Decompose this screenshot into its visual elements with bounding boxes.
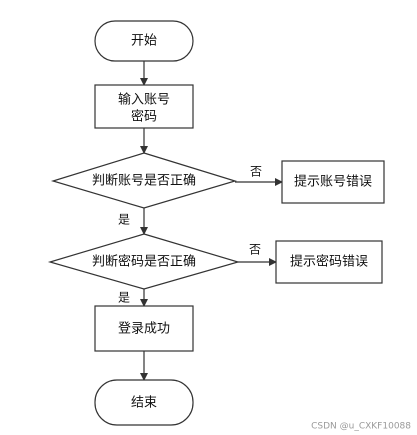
start-node: [94, 20, 194, 62]
check-password-label: 判断密码是否正确: [92, 254, 196, 270]
password-error-node: [275, 240, 383, 284]
login-success-node: [94, 305, 194, 352]
input-credentials-label-line2: 密码: [131, 109, 157, 125]
check-account-label: 判断账号是否正确: [92, 174, 196, 189]
account-error-node: [281, 160, 385, 204]
end-label: 结束: [131, 396, 157, 411]
input-credentials-label-line1: 输入账号: [118, 92, 170, 108]
edge-label-password-no: 否: [249, 243, 261, 257]
edge-label-account-yes: 是: [118, 213, 130, 227]
password-error-label: 提示密码错误: [290, 254, 368, 270]
watermark-text: CSDN @u_CXKF10088: [311, 422, 411, 432]
end-node: [94, 379, 194, 426]
check-password-decision: [47, 233, 241, 290]
account-error-label: 提示账号错误: [294, 174, 372, 190]
edge-label-account-no: 否: [250, 165, 262, 179]
start-label: 开始: [131, 34, 157, 49]
login-success-label: 登录成功: [118, 322, 170, 337]
input-credentials-node: [94, 84, 194, 129]
check-account-decision: [50, 152, 238, 209]
edge-label-password-yes: 是: [118, 291, 130, 305]
